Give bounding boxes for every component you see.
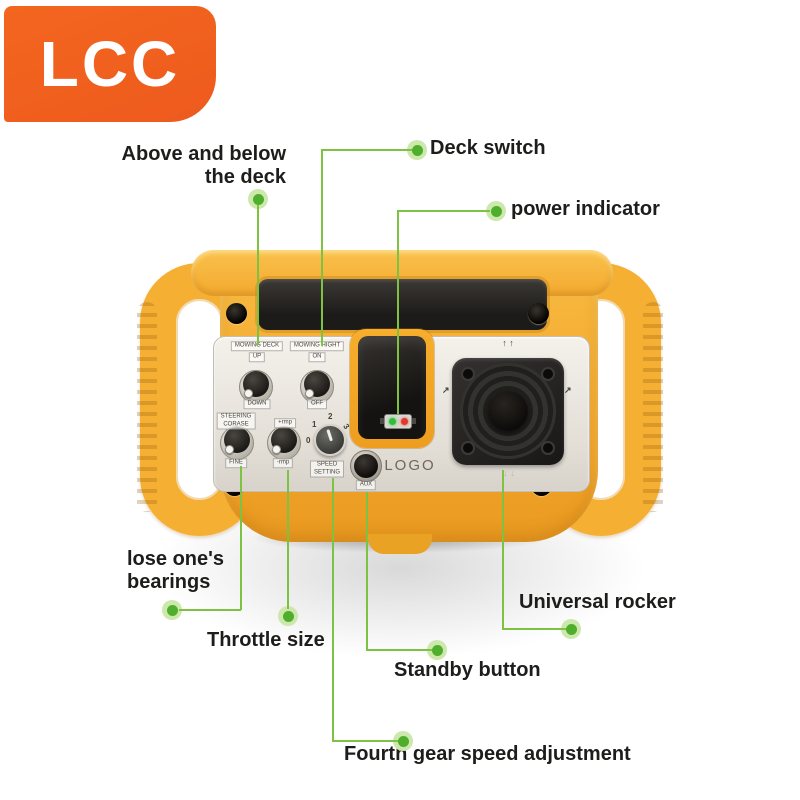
body-screw-top-right <box>528 303 549 324</box>
label-on: ON <box>308 352 326 362</box>
joystick-right-arrow: ↗ <box>564 385 572 395</box>
callout-line <box>257 205 259 345</box>
callout-dot <box>393 731 413 751</box>
callout-line <box>398 210 490 212</box>
callout-line <box>366 492 368 650</box>
callout-label: lose one's bearings <box>127 548 225 593</box>
callout-label: power indicator <box>511 198 660 220</box>
aux-button-cap <box>354 454 378 478</box>
callout-line <box>322 149 412 151</box>
callout-line <box>332 740 398 742</box>
callout-dot <box>278 606 298 626</box>
switch-lever-tip <box>272 445 281 454</box>
callout-label: Fourth gear speed adjustment <box>344 743 631 765</box>
joystick-top-arrows: ↑ ↑ <box>502 338 514 348</box>
knob-indicator <box>326 429 333 442</box>
callout-line <box>366 649 432 651</box>
steering-switch <box>219 425 255 461</box>
label-off: OFF <box>307 399 327 409</box>
callout-dot <box>561 619 581 639</box>
callout-label: Above and below the deck <box>121 143 286 188</box>
switch-lever-tip <box>305 389 314 398</box>
label-down: DOWN <box>243 399 271 409</box>
switch-lever-tip <box>244 389 253 398</box>
callout-line <box>321 149 323 346</box>
led-pin-left <box>380 418 384 424</box>
label-up: UP <box>248 352 266 362</box>
callout-dot <box>248 189 268 209</box>
joystick-screw <box>463 443 473 453</box>
led-pin-right <box>412 418 416 424</box>
label-rmp-plus: +rmp <box>274 418 296 428</box>
mowing-height-switch <box>299 369 335 405</box>
callout-line <box>502 628 566 630</box>
brand-logo: LCC <box>4 6 216 122</box>
callout-line <box>502 470 504 629</box>
callout-label: Standby button <box>394 659 541 681</box>
callout-line <box>287 470 289 609</box>
throttle-switch <box>266 425 302 461</box>
device-logo-text: LOGO <box>384 457 436 474</box>
right-handle-ribs <box>643 302 663 512</box>
callout-dot <box>427 640 447 660</box>
callout-line <box>179 609 241 611</box>
label-speed-setting: SPEED SETTING <box>309 460 345 478</box>
speed-setting-knob <box>314 424 346 456</box>
callout-label: Throttle size <box>207 629 325 651</box>
red-led <box>401 418 408 425</box>
callout-dot <box>162 600 182 620</box>
top-rubber-strip <box>258 279 547 330</box>
joystick-screw <box>463 369 473 379</box>
green-led <box>389 418 396 425</box>
knob-position-1: 1 <box>312 420 317 429</box>
joystick-knob <box>488 391 528 431</box>
left-handle-ribs <box>137 302 157 512</box>
aux-standby-button <box>350 450 382 482</box>
power-indicator-led <box>384 414 412 429</box>
knob-position-2: 2 <box>328 412 333 421</box>
label-fine: FINE <box>225 458 247 468</box>
callout-line <box>240 466 242 610</box>
label-steering-coarse: STEERING CORASE <box>216 412 256 430</box>
switch-lever-tip <box>225 445 234 454</box>
label-mowing-hight: MOWING HIGHT <box>289 341 345 351</box>
callout-dot <box>486 201 506 221</box>
joystick-bottom-arrows: ↓ ↓ <box>503 468 515 478</box>
joystick-left-arrow: ↗ <box>442 385 450 395</box>
joystick-screw <box>543 369 553 379</box>
callout-label: Deck switch <box>430 137 546 159</box>
brand-logo-text: LCC <box>39 28 181 100</box>
body-screw-top-left <box>226 303 247 324</box>
knob-position-0: 0 <box>306 436 311 445</box>
callout-line <box>397 210 399 414</box>
joystick-screw <box>543 443 553 453</box>
callout-label: Universal rocker <box>519 591 676 613</box>
label-rmp-minus: -rmp <box>272 458 294 468</box>
mowing-deck-switch <box>238 369 274 405</box>
callout-line <box>332 478 334 742</box>
device-bottom-tab <box>368 534 432 554</box>
callout-dot <box>407 140 427 160</box>
